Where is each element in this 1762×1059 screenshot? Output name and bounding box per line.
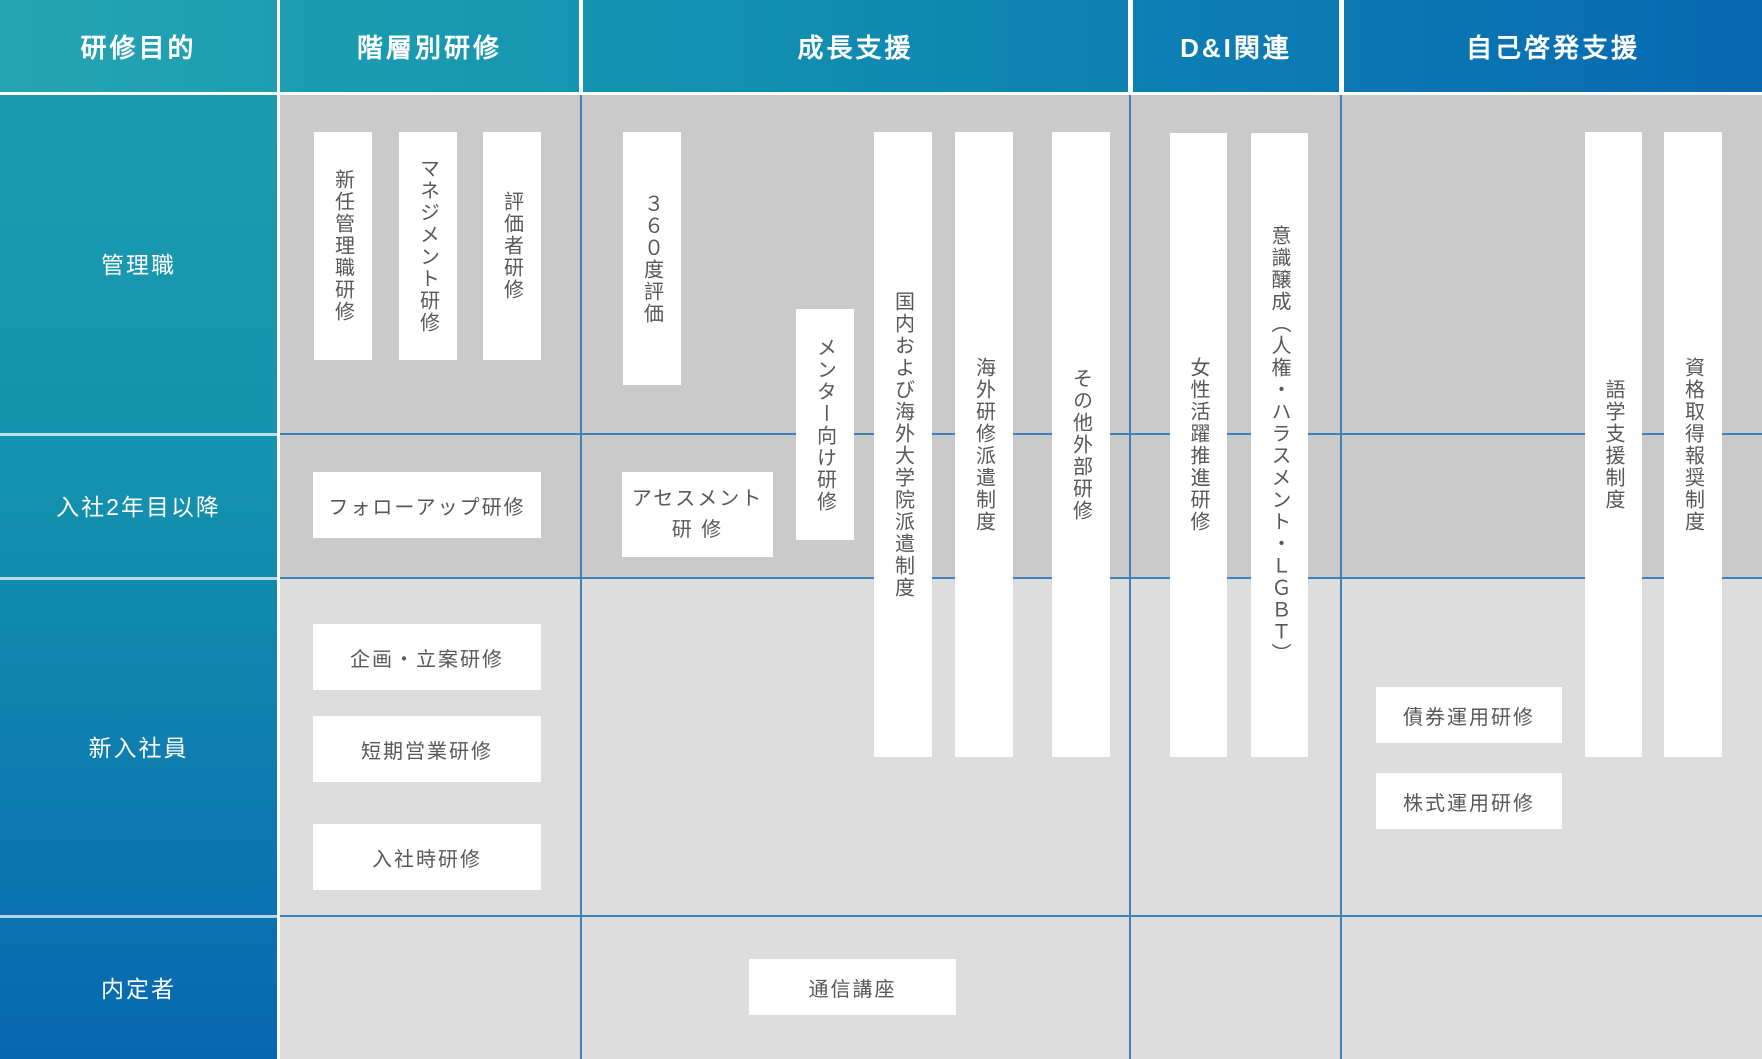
box-certification-reward: 資格取得報奨制度: [1664, 132, 1722, 757]
header-cell-gap: [1339, 0, 1344, 92]
row-header-column: [0, 92, 277, 1059]
box-awareness-development: 意識醸成（人権・ハラスメント・ＬＧＢＴ）: [1251, 133, 1308, 757]
box-planning-training: 企画・立案研修: [313, 624, 541, 690]
row-label-new-employees: 新入社員: [88, 735, 189, 761]
box-correspondence-course: 通信講座: [749, 959, 956, 1015]
header-bottom-divider: [0, 92, 1762, 95]
box-assessment-training: アセスメント 研 修: [622, 472, 773, 557]
box-women-advancement-training: 女性活躍推進研修: [1170, 133, 1227, 757]
row-divider-left: [0, 433, 277, 436]
box-other-external-training: その他外部研修: [1052, 132, 1110, 757]
row-divider: [280, 915, 1762, 917]
box-follow-up-training: フォローアップ研修: [313, 472, 541, 538]
box-language-support: 語学支援制度: [1585, 132, 1642, 757]
table-header: [0, 0, 1762, 92]
box-short-term-sales-training: 短期営業研修: [313, 716, 541, 782]
box-management-training: マネジメント研修: [399, 132, 457, 360]
header-cell-gap: [1128, 0, 1133, 92]
row-label-prospective-hires: 内定者: [101, 976, 176, 1002]
row-divider-left: [0, 577, 277, 580]
box-mentor-training: メンター向け研修: [796, 309, 854, 540]
box-overseas-training-dispatch: 海外研修派遣制度: [955, 132, 1013, 757]
row-divider: [280, 577, 1762, 579]
header-cell-di-related: D&I関連: [1180, 32, 1292, 63]
row-label-managers: 管理職: [101, 251, 176, 278]
box-360-degree-evaluation: ３６０度評価: [623, 132, 681, 385]
box-equity-management-training: 株式運用研修: [1376, 773, 1562, 829]
box-new-manager-training: 新任管理職研修: [314, 132, 372, 360]
row-label-second-year-and-later: 入社2年目以降: [56, 494, 221, 520]
header-cell-self-development-support: 自己啓発支援: [1465, 32, 1640, 63]
row-divider: [280, 433, 1762, 435]
header-cell-training-purpose: 研修目的: [80, 32, 197, 63]
box-bond-management-training: 債券運用研修: [1376, 687, 1562, 743]
header-cell-gap: [579, 0, 583, 92]
box-evaluator-training: 評価者研修: [483, 132, 541, 360]
header-cell-hierarchical-training: 階層別研修: [356, 32, 502, 63]
header-cell-growth-support: 成長支援: [797, 32, 914, 63]
box-onboarding-training: 入社時研修: [313, 824, 541, 890]
row-divider-left: [0, 915, 277, 918]
left-column-divider: [277, 0, 280, 1059]
box-domestic-overseas-grad-school-dispatch: 国内および海外大学院派遣制度: [874, 132, 932, 757]
